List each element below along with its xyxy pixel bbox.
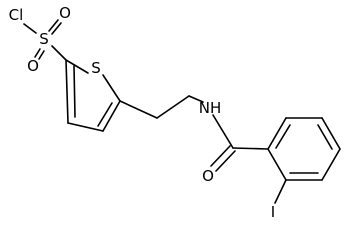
bond-s-ring bbox=[51, 45, 67, 61]
atom-label-amide-nitrogen: NH bbox=[199, 99, 222, 117]
atom-label-sulfonyl-oxygen-top: O bbox=[59, 4, 71, 22]
ring-bond-c2-s1 bbox=[65, 59, 89, 74]
atom-label-sulfonyl-sulfur: S bbox=[39, 30, 49, 48]
benzene-bond-3 bbox=[321, 117, 341, 150]
structure-diagram: Cl S O O S NH O I bbox=[9, 4, 341, 221]
atom-label-carbonyl-oxygen: O bbox=[202, 167, 214, 185]
bond-co-a bbox=[210, 145, 231, 167]
ring-bond-s1-c5 bbox=[102, 74, 121, 102]
bond-n-carbonyl bbox=[212, 114, 234, 149]
atom-label-iodine: I bbox=[271, 203, 275, 221]
benzene-bond-1 bbox=[267, 117, 287, 150]
bond-cl-s bbox=[23, 23, 37, 34]
atom-label-chlorine: Cl bbox=[9, 6, 24, 24]
benzene-bond-6 bbox=[267, 148, 287, 181]
benzene-bond-4 bbox=[321, 148, 341, 181]
ring-bond-c3-c2 bbox=[65, 59, 69, 124]
bond-s-o-bottom-a bbox=[34, 48, 41, 58]
bond-s-o-top-a bbox=[48, 19, 59, 32]
bond-s-o-top-b bbox=[51, 22, 62, 35]
bond-co-b bbox=[215, 150, 236, 172]
bond-s-o-bottom-b bbox=[38, 50, 45, 60]
ring-bond-c5-c4-inner bbox=[97, 102, 113, 127]
benzene-bond-3-inner bbox=[317, 124, 333, 150]
molecule-canvas: Cl S O O S NH O I bbox=[9, 4, 341, 221]
ring-bond-c3-c2-inner bbox=[73, 65, 76, 118]
bond-carbonyl-benzene bbox=[232, 147, 269, 150]
bond-ring-ch2 bbox=[119, 100, 158, 119]
bond-ch2-ch2 bbox=[156, 95, 190, 119]
ring-bond-c5-c4 bbox=[102, 100, 121, 132]
benzene-bond-1-inner bbox=[275, 124, 291, 149]
bond-ch2-n bbox=[188, 95, 204, 103]
ring-bond-c4-c3 bbox=[67, 122, 104, 132]
atom-label-sulfonyl-oxygen-bottom: O bbox=[27, 57, 39, 75]
bond-c-i bbox=[274, 179, 287, 204]
atom-label-thiophene-sulfur: S bbox=[91, 59, 101, 77]
